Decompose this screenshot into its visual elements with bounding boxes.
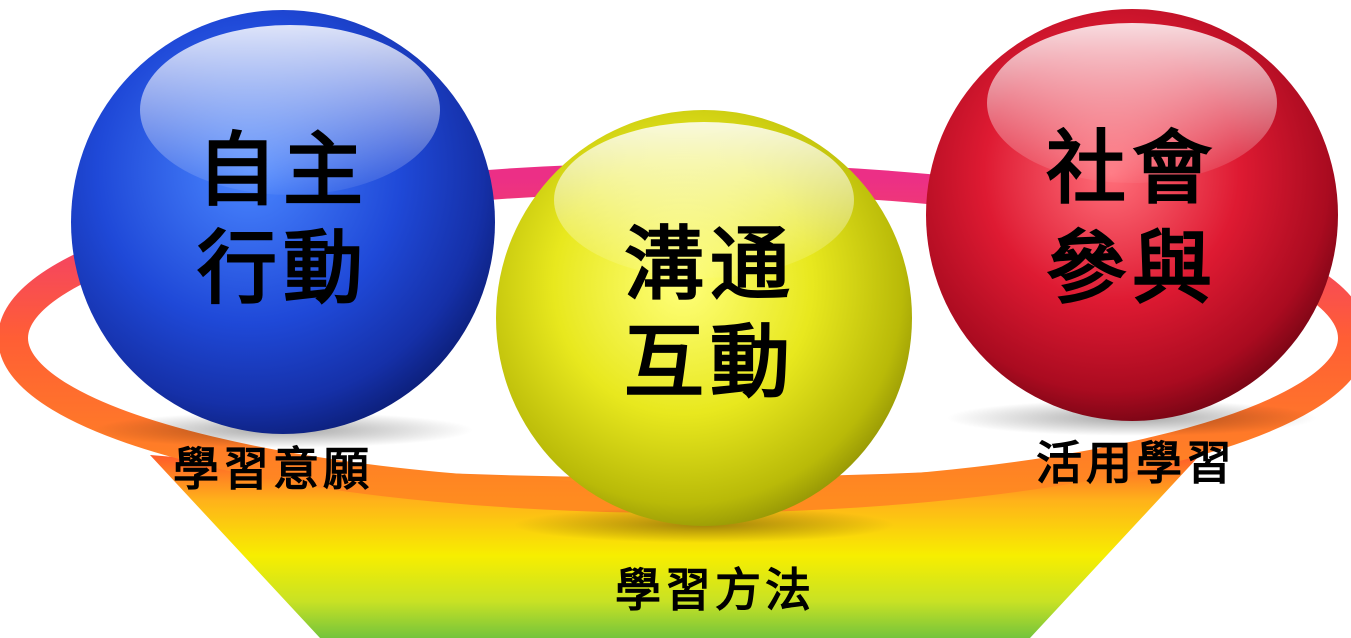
sphere-center: 溝通 互動 [496, 110, 912, 543]
label-right: 活用學習 [1036, 436, 1236, 490]
label-bottom: 學習方法 [615, 563, 815, 617]
sphere-center-line2: 互動 [624, 315, 796, 409]
sphere-left: 自主 行動 [71, 10, 495, 448]
sphere-center-line1: 溝通 [624, 217, 796, 311]
sphere-right: 社會 參與 [926, 9, 1338, 436]
sphere-right-line2: 參與 [1046, 221, 1218, 315]
sphere-center-gloss [554, 122, 854, 278]
label-left: 學習意願 [173, 442, 373, 496]
sphere-left-line1: 自主 [197, 123, 369, 217]
sphere-left-line2: 行動 [197, 221, 369, 315]
sphere-left-gloss [140, 25, 440, 195]
sphere-right-gloss [987, 23, 1277, 183]
sphere-right-line1: 社會 [1046, 121, 1218, 215]
